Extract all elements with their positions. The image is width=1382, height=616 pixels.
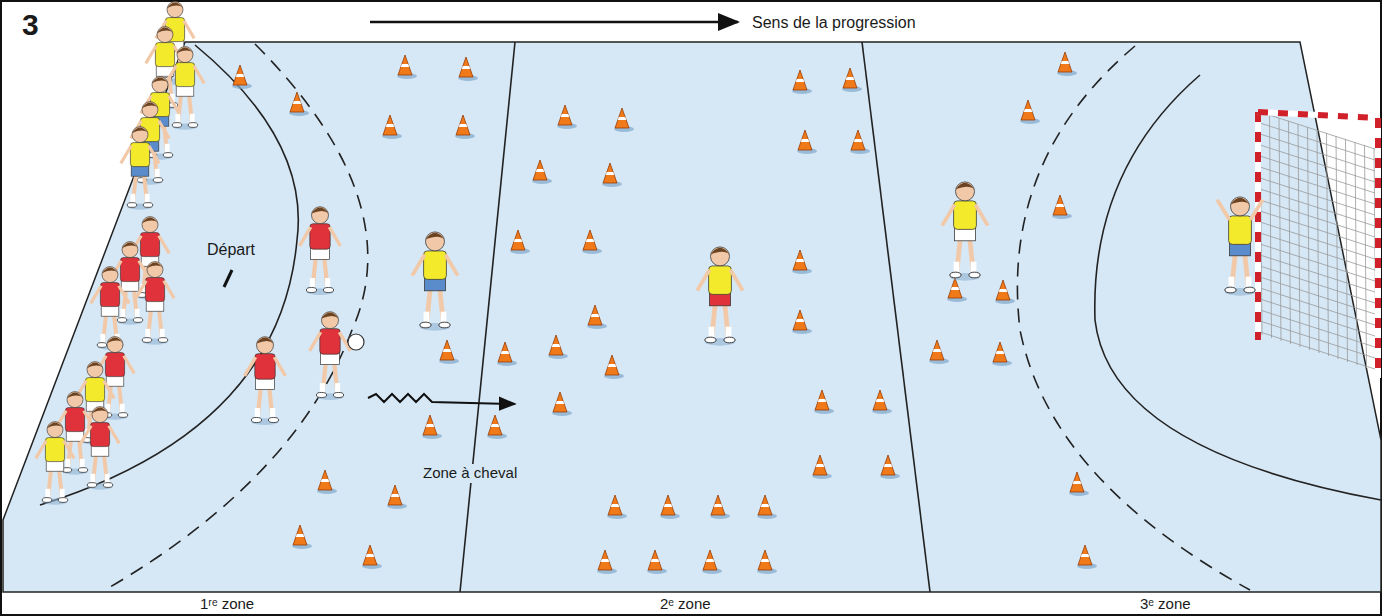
court-lines: [40, 42, 1381, 592]
court: [3, 42, 1381, 592]
cone: [992, 342, 1012, 366]
cone: [710, 495, 730, 519]
player: [81, 407, 119, 490]
goal: [1258, 112, 1378, 378]
cone: [439, 340, 459, 364]
cone: [995, 280, 1015, 304]
player: [697, 247, 743, 346]
cone: [614, 108, 634, 132]
cone: [532, 160, 552, 184]
cone: [292, 525, 312, 549]
player: [121, 127, 159, 210]
cone: [455, 115, 475, 139]
player: [36, 422, 74, 505]
zone-name: 2ᵉ zone: [660, 596, 711, 613]
cone: [387, 485, 407, 509]
cone: [929, 340, 949, 364]
cone: [548, 335, 568, 359]
cone: [289, 92, 309, 116]
cone: [812, 455, 832, 479]
cone: [317, 470, 337, 494]
cone: [1052, 195, 1072, 219]
cone: [872, 390, 892, 414]
cone: [510, 230, 530, 254]
cone: [757, 550, 777, 574]
cone: [232, 65, 252, 89]
player: [942, 182, 988, 281]
player: [310, 312, 351, 400]
cone: [557, 105, 577, 129]
cone: [602, 163, 622, 187]
dribble-arrow: [368, 394, 515, 404]
cone: [850, 130, 870, 154]
cone: [597, 550, 617, 574]
cone: [497, 342, 517, 366]
cone: [582, 230, 602, 254]
cone: [1077, 545, 1097, 569]
cone: [702, 550, 722, 574]
player: [300, 207, 341, 295]
players: [36, 2, 1263, 505]
cone: [880, 455, 900, 479]
cone: [1057, 52, 1077, 76]
direction-arrow: [370, 21, 738, 24]
cone: [587, 305, 607, 329]
cone: [792, 310, 812, 334]
cone: [842, 68, 862, 92]
start-label: Départ: [204, 240, 258, 260]
cone: [814, 390, 834, 414]
cone: [1069, 472, 1089, 496]
cone: [757, 495, 777, 519]
start-mark: [224, 270, 232, 287]
cone: [422, 415, 442, 439]
cone: [458, 57, 478, 81]
direction-label: Sens de la progression: [752, 14, 916, 32]
cone: [792, 70, 812, 94]
player: [91, 267, 129, 350]
ball: [348, 334, 364, 350]
cone: [604, 355, 624, 379]
cone: [552, 392, 572, 416]
cone: [607, 495, 627, 519]
player: [245, 337, 286, 425]
cone: [660, 495, 680, 519]
cone: [362, 545, 382, 569]
cone: [647, 550, 667, 574]
cone: [792, 250, 812, 274]
cones: [232, 52, 1097, 574]
player: [131, 102, 169, 185]
zone-name: 1ʳᵉ zone: [200, 596, 254, 613]
zone-name: 3ᵉ zone: [1140, 596, 1191, 613]
cone: [487, 415, 507, 439]
panel-number: 3: [22, 8, 39, 41]
cone: [1020, 100, 1040, 124]
cone: [382, 115, 402, 139]
zone-label: Zone à cheval: [420, 464, 520, 483]
cone: [797, 130, 817, 154]
cone: [397, 55, 417, 79]
player: [1217, 197, 1263, 296]
cone: [947, 278, 967, 302]
player: [166, 47, 204, 130]
player: [136, 262, 174, 345]
player: [412, 232, 458, 331]
